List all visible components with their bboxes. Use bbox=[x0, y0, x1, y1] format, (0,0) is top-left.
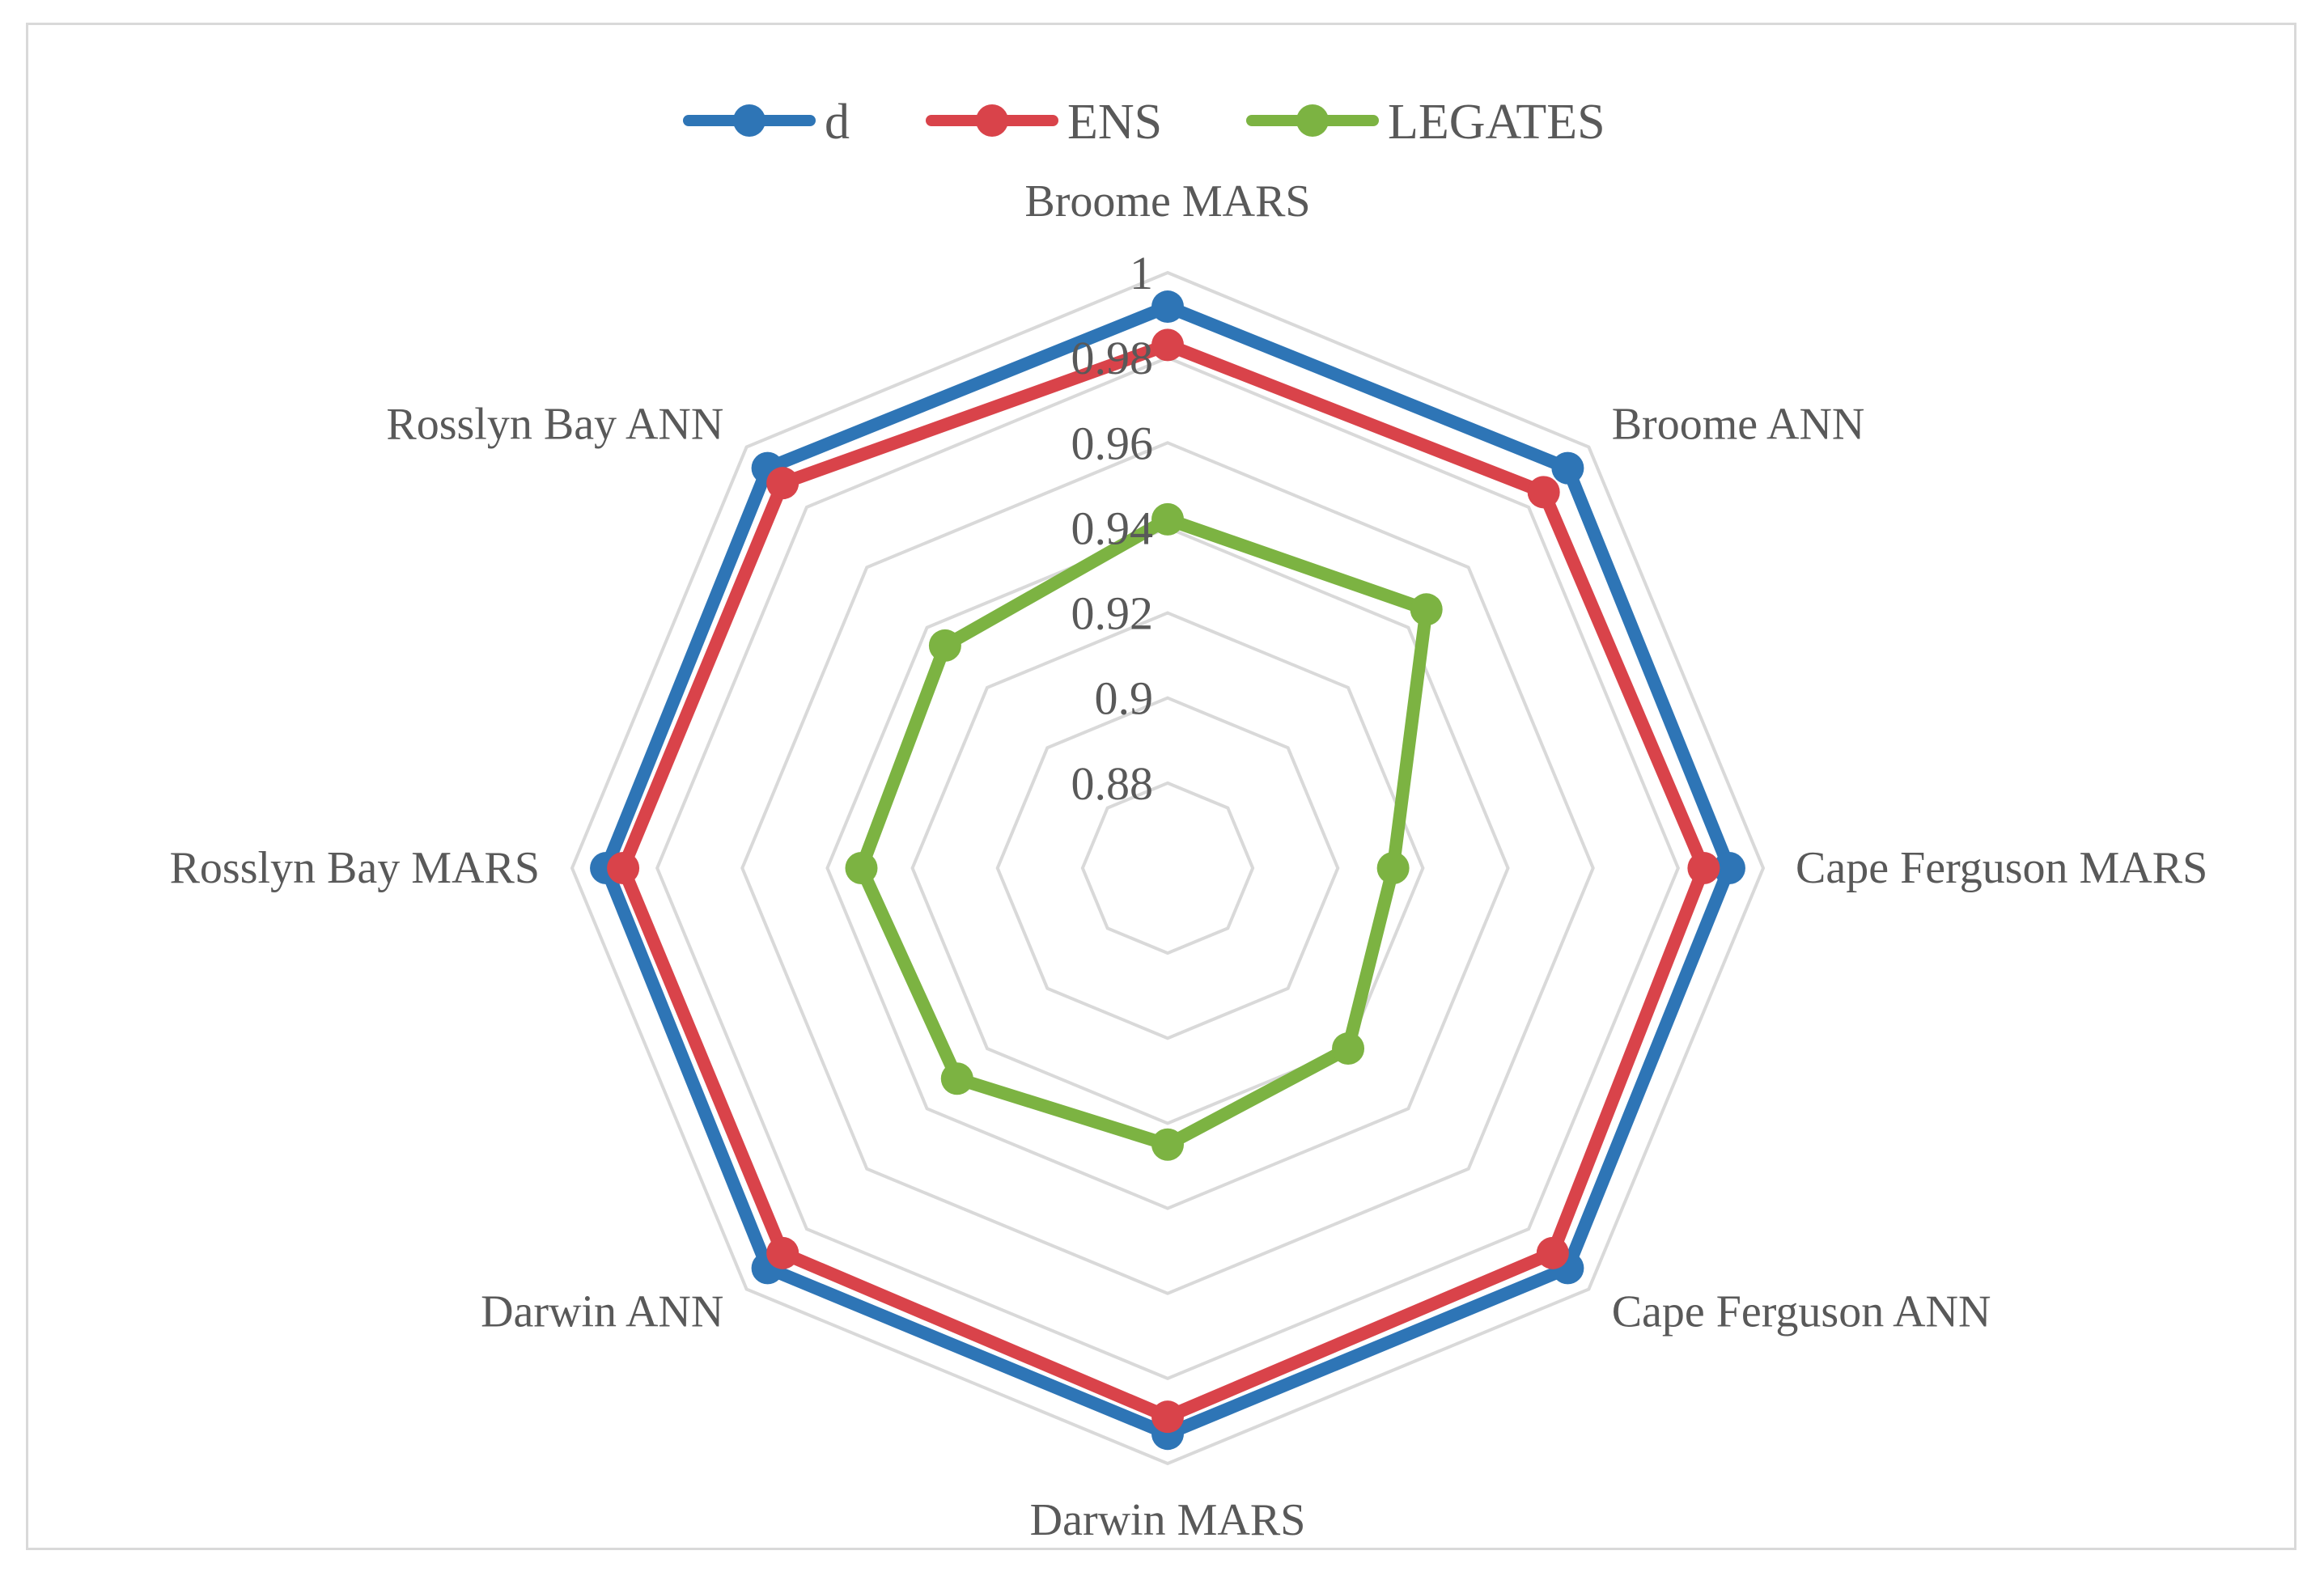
category-label-broome-mars: Broome MARS bbox=[1024, 176, 1310, 227]
point-legates-cape-ferguson-mars bbox=[1376, 852, 1410, 884]
tick-label: 0.92 bbox=[1071, 587, 1154, 640]
legend-label-legates: LEGATES bbox=[1388, 95, 1605, 150]
tick-label: 1 bbox=[1130, 247, 1153, 299]
category-label-rosslyn-bay-mars: Rosslyn Bay MARS bbox=[170, 843, 540, 893]
point-ens-cape-ferguson-mars bbox=[1687, 852, 1720, 884]
chart-frame: Broome MARS Broome ANN Cape Ferguson MARS C… bbox=[26, 23, 2296, 1550]
point-d-broome-mars bbox=[1151, 290, 1184, 324]
point-ens-rosslyn-bay-mars bbox=[607, 852, 640, 884]
tick-label: 0.9 bbox=[1095, 672, 1154, 725]
series-ens bbox=[607, 328, 1720, 1434]
legend-marker-ens bbox=[976, 104, 1008, 137]
point-ens-broome-ann bbox=[1527, 476, 1560, 509]
legend-label-ens: ENS bbox=[1067, 95, 1162, 150]
series-d bbox=[590, 290, 1745, 1451]
series-legates bbox=[845, 502, 1443, 1161]
radial-tick-labels: 0.88 0.9 0.92 0.94 0.96 0.98 1 bbox=[1071, 247, 1154, 810]
point-legates-cape-ferguson-ann bbox=[1332, 1032, 1365, 1065]
radar-series bbox=[590, 290, 1745, 1451]
tick-label: 0.94 bbox=[1071, 502, 1154, 554]
point-ens-darwin-mars bbox=[1151, 1400, 1184, 1434]
tick-label: 0.98 bbox=[1071, 332, 1154, 384]
legend-label-d: d bbox=[825, 95, 850, 150]
category-label-darwin-ann: Darwin ANN bbox=[481, 1287, 723, 1337]
point-legates-darwin-mars bbox=[1151, 1128, 1184, 1161]
tick-label: 0.88 bbox=[1071, 757, 1154, 810]
point-legates-rosslyn-bay-ann bbox=[928, 629, 961, 662]
point-legates-broome-mars bbox=[1151, 502, 1184, 536]
grid-ring-5 bbox=[655, 355, 1681, 1381]
category-label-rosslyn-bay-ann: Rosslyn Bay ANN bbox=[386, 399, 723, 449]
point-legates-broome-ann bbox=[1410, 593, 1443, 626]
grid-ring-3 bbox=[825, 526, 1510, 1210]
legend-marker-d bbox=[733, 104, 765, 137]
grid-ring-1 bbox=[995, 696, 1340, 1040]
category-label-cape-ferguson-mars: Cape Ferguson MARS bbox=[1796, 843, 2207, 893]
point-d-broome-ann bbox=[1551, 451, 1584, 485]
point-ens-broome-mars bbox=[1151, 328, 1184, 362]
category-labels: Broome MARS Broome ANN Cape Ferguson MARS C… bbox=[170, 176, 2208, 1545]
grid-ring-4 bbox=[740, 441, 1595, 1295]
category-label-cape-ferguson-ann: Cape Ferguson ANN bbox=[1612, 1287, 1991, 1337]
point-legates-rosslyn-bay-mars bbox=[845, 852, 878, 884]
radar-grid bbox=[570, 270, 1766, 1466]
legend-item-d: d bbox=[683, 95, 850, 150]
point-d-cape-ferguson-mars bbox=[1712, 852, 1745, 884]
legend-marker-legates bbox=[1296, 104, 1329, 137]
tick-label: 0.96 bbox=[1071, 417, 1154, 469]
legend-item-legates: LEGATES bbox=[1246, 95, 1605, 150]
grid-ring-6 bbox=[570, 270, 1766, 1466]
grid-ring-2 bbox=[910, 611, 1425, 1125]
point-ens-darwin-ann bbox=[766, 1236, 799, 1269]
point-ens-rosslyn-bay-ann bbox=[766, 467, 799, 500]
legend-item-ens: ENS bbox=[926, 95, 1162, 150]
grid-ring-0 bbox=[1080, 781, 1255, 955]
category-label-darwin-mars: Darwin MARS bbox=[1030, 1495, 1306, 1545]
category-label-broome-ann: Broome ANN bbox=[1612, 399, 1865, 449]
radar-chart: Broome MARS Broome ANN Cape Ferguson MARS C… bbox=[170, 95, 2208, 1545]
point-legates-darwin-ann bbox=[940, 1062, 973, 1095]
legend: d ENS LEGATES bbox=[683, 95, 1605, 150]
point-ens-cape-ferguson-ann bbox=[1536, 1236, 1569, 1269]
